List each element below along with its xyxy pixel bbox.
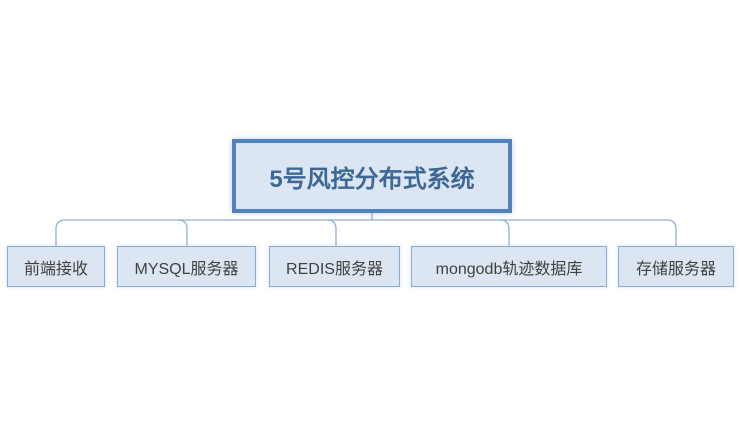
child-node-label: mongodb轨迹数据库 [435,260,583,278]
connector-drop-mongodb [499,219,510,246]
child-node-label: MYSQL服务器 [134,260,239,278]
node-redis-server[interactable]: REDIS服务器 [269,246,400,287]
node-storage-server[interactable]: 存储服务器 [618,246,734,287]
node-mysql-server[interactable]: MYSQL服务器 [117,246,256,287]
connector-drop-redis [326,219,337,246]
connector-drop-mysql [177,219,188,246]
child-node-label: 前端接收 [23,260,88,278]
child-node-label: REDIS服务器 [286,260,383,278]
node-mongodb-track-db[interactable]: mongodb轨迹数据库 [411,246,607,287]
connector-rail [55,219,677,246]
node-root-system[interactable]: 5号风控分布式系统 [232,139,512,213]
node-frontend-receive[interactable]: 前端接收 [7,246,105,287]
root-node-label: 5号风控分布式系统 [269,165,475,193]
child-node-label: 存储服务器 [635,260,716,278]
